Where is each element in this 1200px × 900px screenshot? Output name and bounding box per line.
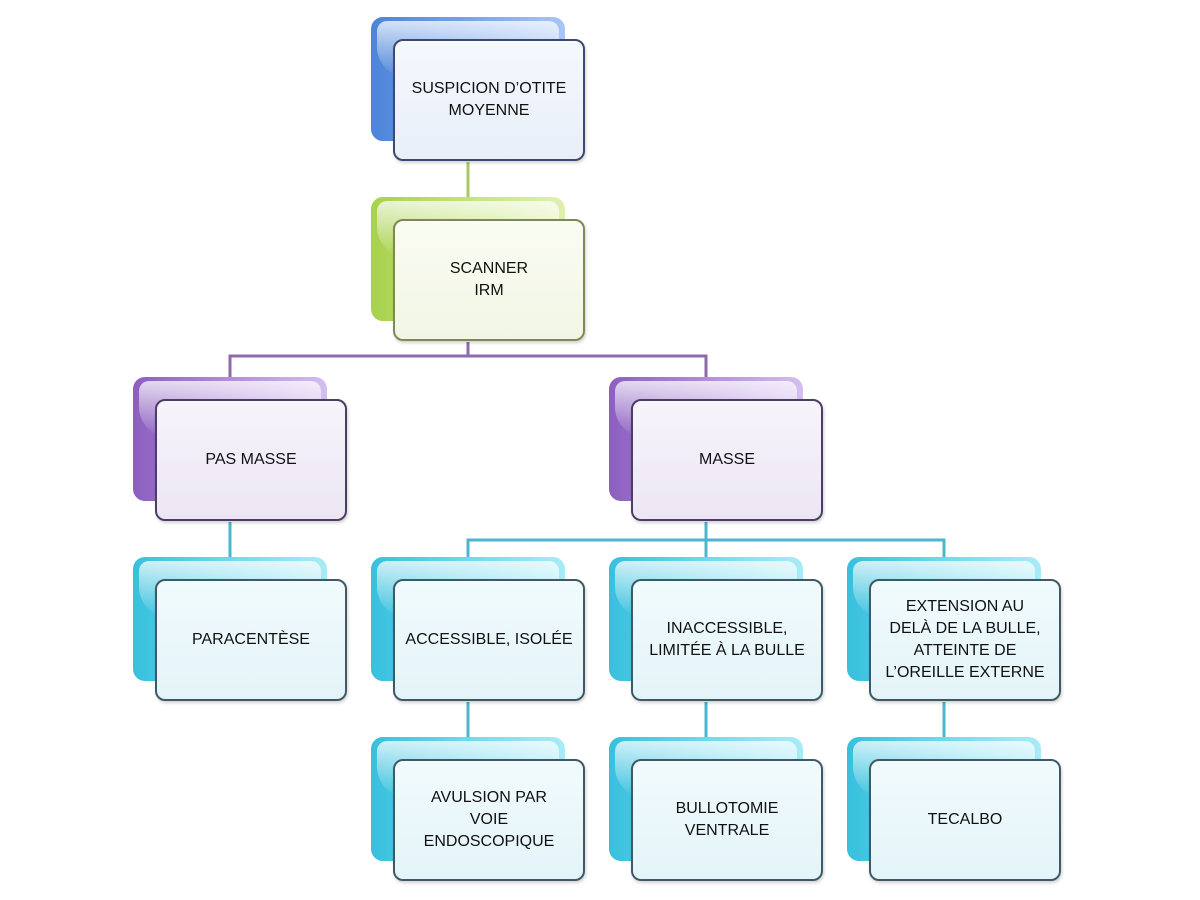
node-label: PARACENTÈSE	[192, 631, 310, 648]
connector-masse-split	[466, 522, 708, 560]
node-label: SCANNER IRM	[449, 260, 529, 299]
connector-scanner-masse	[468, 354, 708, 380]
node-label: ACCESSIBLE, ISOLÉE	[405, 631, 573, 648]
node-label: EXTENSION AU DELÀ DE LA BULLE, ATTEINTE …	[885, 598, 1045, 681]
connector-masse-extension	[706, 538, 946, 560]
connector-scanner-split	[228, 342, 470, 380]
node-label: BULLOTOMIE VENTRALE	[675, 800, 779, 839]
node-label: INACCESSIBLE, LIMITÉE À LA BULLE	[649, 620, 805, 659]
node-label: MASSE	[698, 451, 755, 468]
node-label: AVULSION PAR VOIE ENDOSCOPIQUE	[423, 789, 555, 850]
node-label: SUSPICION D’OTITE MOYENNE	[411, 80, 567, 119]
node-label: PAS MASSE	[205, 451, 297, 468]
node-label: TECALBO	[927, 811, 1003, 828]
